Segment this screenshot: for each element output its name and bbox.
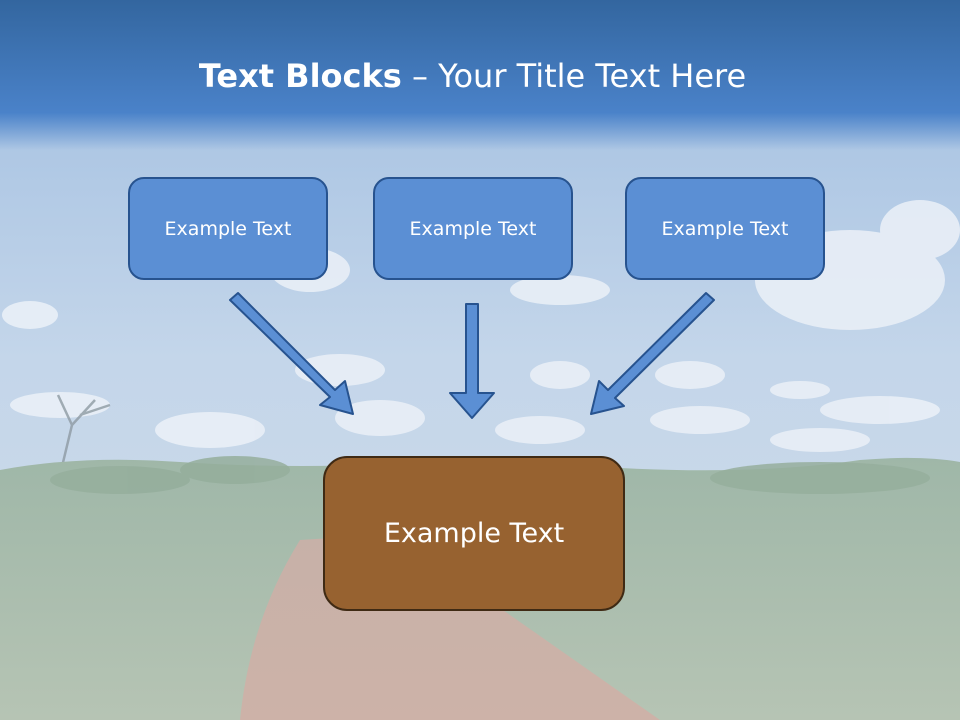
source-box-1-label: Example Text [164, 217, 292, 240]
arrow-center [449, 303, 495, 419]
title-dash: – [401, 57, 439, 95]
target-box: Example Text [323, 456, 625, 611]
source-box-2: Example Text [373, 177, 573, 280]
source-box-2-label: Example Text [409, 217, 537, 240]
source-box-1: Example Text [128, 177, 328, 280]
arrow-right [590, 292, 715, 415]
source-box-3-label: Example Text [661, 217, 789, 240]
title-rest: Your Title Text Here [438, 57, 747, 95]
arrow-left [229, 292, 354, 415]
target-box-label: Example Text [383, 518, 565, 549]
slide-title: Text Blocks – Your Title Text Here [0, 52, 945, 100]
title-bar [0, 0, 960, 150]
source-box-3: Example Text [625, 177, 825, 280]
title-bold: Text Blocks [198, 57, 402, 95]
